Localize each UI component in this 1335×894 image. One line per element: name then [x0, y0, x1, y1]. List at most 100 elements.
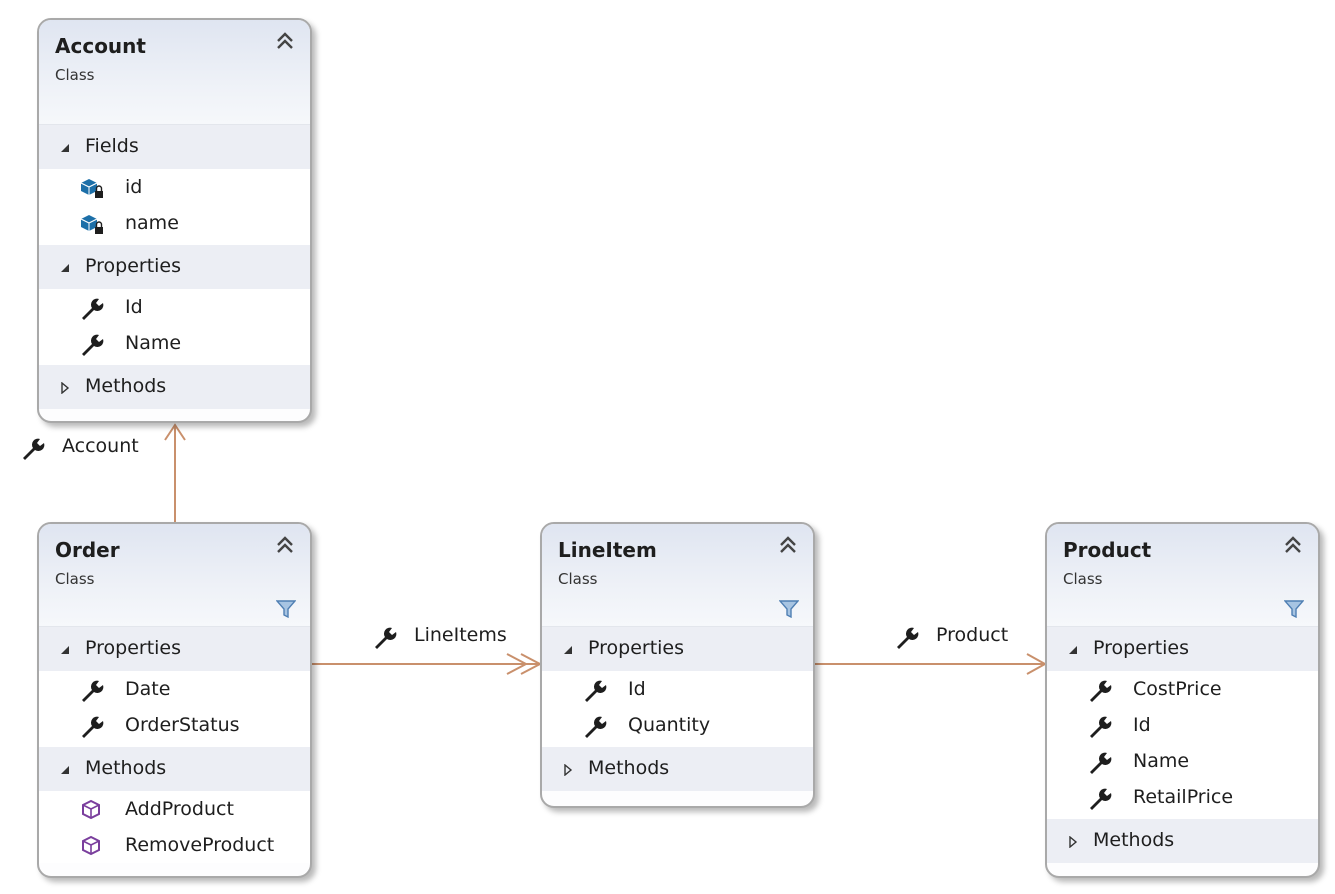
member-field[interactable]: name — [39, 205, 310, 241]
member-label: Date — [125, 678, 171, 700]
section-properties[interactable]: Properties — [39, 245, 310, 289]
expanded-triangle-icon[interactable] — [59, 644, 71, 656]
class-header[interactable]: Product Class — [1047, 524, 1318, 627]
section-label: Methods — [588, 757, 670, 779]
section-label: Properties — [85, 637, 182, 659]
wrench-icon — [582, 714, 608, 738]
expanded-triangle-icon[interactable] — [562, 644, 574, 656]
section-label: Properties — [1093, 637, 1190, 659]
member-property[interactable]: Date — [39, 671, 310, 707]
wrench-icon — [79, 678, 105, 702]
member-property[interactable]: Id — [39, 289, 310, 325]
class-name: Order — [55, 538, 120, 562]
section-fields[interactable]: Fields — [39, 125, 310, 169]
section-properties[interactable]: Properties — [39, 627, 310, 671]
section-methods[interactable]: Methods — [542, 747, 813, 791]
member-label: Name — [125, 332, 182, 354]
member-label: Name — [1133, 750, 1190, 772]
wrench-icon — [372, 625, 398, 649]
member-method[interactable]: RemoveProduct — [39, 827, 310, 863]
class-header[interactable]: LineItem Class — [542, 524, 813, 627]
collapse-chevron-icon[interactable] — [1282, 534, 1304, 556]
class-order[interactable]: Order Class Properties Date OrderStatus … — [37, 522, 312, 878]
wrench-icon — [1087, 786, 1113, 810]
member-label: Quantity — [628, 714, 711, 736]
collapse-chevron-icon[interactable] — [274, 534, 296, 556]
wrench-icon — [582, 678, 608, 702]
section-label: Properties — [85, 255, 182, 277]
member-label: AddProduct — [125, 798, 234, 820]
wrench-icon — [894, 625, 920, 649]
member-property[interactable]: Name — [39, 325, 310, 361]
class-name: Account — [55, 34, 146, 58]
member-label: id — [125, 176, 143, 198]
class-product[interactable]: Product Class Properties CostPrice Id Na… — [1045, 522, 1320, 878]
collapsed-triangle-icon[interactable] — [562, 764, 574, 776]
collapse-chevron-icon[interactable] — [274, 30, 296, 52]
section-methods[interactable]: Methods — [1047, 819, 1318, 863]
class-header[interactable]: Order Class — [39, 524, 310, 627]
filter-icon[interactable] — [1284, 600, 1304, 618]
method-cube-icon — [79, 798, 105, 822]
section-methods[interactable]: Methods — [39, 747, 310, 791]
member-label: OrderStatus — [125, 714, 240, 736]
expanded-triangle-icon[interactable] — [1067, 644, 1079, 656]
filter-icon[interactable] — [779, 600, 799, 618]
class-kind: Class — [55, 570, 95, 588]
class-name: Product — [1063, 538, 1152, 562]
filter-icon[interactable] — [276, 600, 296, 618]
member-label: Id — [628, 678, 646, 700]
wrench-icon — [1087, 678, 1113, 702]
member-label: RetailPrice — [1133, 786, 1234, 808]
member-property[interactable]: OrderStatus — [39, 707, 310, 743]
class-kind: Class — [1063, 570, 1103, 588]
member-method[interactable]: AddProduct — [39, 791, 310, 827]
collapsed-triangle-icon[interactable] — [1067, 836, 1079, 848]
association-product-label[interactable]: Product — [936, 624, 1009, 646]
member-property[interactable]: Name — [1047, 743, 1318, 779]
class-lineitem[interactable]: LineItem Class Properties Id Quantity Me… — [540, 522, 815, 808]
collapsed-triangle-icon[interactable] — [59, 382, 71, 394]
class-account[interactable]: Account Class Fields id name Properties … — [37, 18, 312, 423]
member-property[interactable]: Id — [542, 671, 813, 707]
section-label: Methods — [85, 375, 167, 397]
member-label: Id — [125, 296, 143, 318]
expanded-triangle-icon[interactable] — [59, 764, 71, 776]
member-property[interactable]: CostPrice — [1047, 671, 1318, 707]
wrench-icon — [1087, 714, 1113, 738]
member-property[interactable]: Quantity — [542, 707, 813, 743]
wrench-icon — [20, 436, 46, 460]
section-label: Properties — [588, 637, 685, 659]
member-property[interactable]: RetailPrice — [1047, 779, 1318, 815]
member-field[interactable]: id — [39, 169, 310, 205]
expanded-triangle-icon[interactable] — [59, 262, 71, 274]
member-property[interactable]: Id — [1047, 707, 1318, 743]
section-label: Methods — [1093, 829, 1175, 851]
section-properties[interactable]: Properties — [542, 627, 813, 671]
association-account-label[interactable]: Account — [62, 435, 139, 457]
section-label: Fields — [85, 135, 139, 157]
member-label: RemoveProduct — [125, 834, 275, 856]
expanded-triangle-icon[interactable] — [59, 142, 71, 154]
member-label: CostPrice — [1133, 678, 1222, 700]
section-properties[interactable]: Properties — [1047, 627, 1318, 671]
class-kind: Class — [55, 66, 95, 84]
order-lineitems-arrowhead-1 — [506, 653, 529, 675]
private-field-icon — [79, 176, 105, 200]
order-account-arrowhead — [164, 423, 186, 441]
wrench-icon — [1087, 750, 1113, 774]
section-label: Methods — [85, 757, 167, 779]
class-header[interactable]: Account Class — [39, 20, 310, 125]
wrench-icon — [79, 296, 105, 320]
collapse-chevron-icon[interactable] — [777, 534, 799, 556]
class-kind: Class — [558, 570, 598, 588]
private-field-icon — [79, 212, 105, 236]
member-label: name — [125, 212, 179, 234]
class-name: LineItem — [558, 538, 657, 562]
method-cube-icon — [79, 834, 105, 858]
wrench-icon — [79, 332, 105, 356]
association-lineitems-label[interactable]: LineItems — [414, 624, 507, 646]
member-label: Id — [1133, 714, 1151, 736]
section-methods[interactable]: Methods — [39, 365, 310, 409]
wrench-icon — [79, 714, 105, 738]
